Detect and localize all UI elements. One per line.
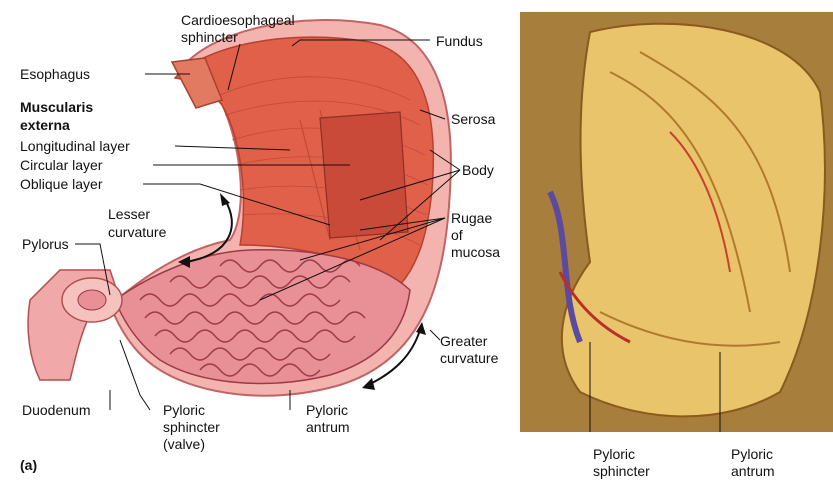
label-photo-pyloric-sphincter: Pyloric — [593, 446, 635, 462]
label-photo-pyloric-antrum-2: antrum — [731, 463, 775, 479]
label-panel-a: (a) — [20, 457, 37, 473]
label-esophagus: Esophagus — [20, 66, 90, 82]
label-longitudinal-layer: Longitudinal layer — [20, 138, 130, 154]
pylorus-opening — [78, 290, 106, 310]
label-cardioesophageal-2: sphincter — [181, 29, 238, 45]
label-muscularis-externa-2: externa — [20, 117, 70, 133]
label-duodenum: Duodenum — [22, 402, 91, 418]
label-pyloric-sphincter-3: (valve) — [163, 436, 205, 452]
label-pyloric-antrum-2: antrum — [306, 419, 350, 435]
label-greater-curvature: Greater — [440, 333, 487, 349]
label-photo-pyloric-sphincter-2: sphincter — [593, 463, 650, 479]
label-pylorus: Pylorus — [22, 236, 69, 252]
photo-stomach-tissue — [562, 24, 825, 417]
circular-layer-window — [320, 112, 408, 238]
label-greater-curvature-2: curvature — [440, 350, 498, 366]
greater-arrow-head-bottom — [362, 378, 375, 390]
label-rugae-2: of — [451, 227, 463, 243]
label-cardioesophageal: Cardioesophageal — [181, 12, 295, 28]
label-muscularis-externa: Muscularis — [20, 99, 93, 115]
label-rugae: Rugae — [451, 210, 492, 226]
lesser-arrow-head-top — [220, 193, 230, 206]
label-pyloric-sphincter: Pyloric — [163, 402, 205, 418]
label-lesser-curvature-2: curvature — [108, 224, 166, 240]
label-oblique-layer: Oblique layer — [20, 176, 103, 192]
label-pyloric-antrum: Pyloric — [306, 402, 348, 418]
label-rugae-3: mucosa — [451, 244, 500, 260]
label-serosa: Serosa — [451, 111, 495, 127]
stomach-photo — [520, 12, 833, 432]
label-body: Body — [462, 162, 494, 178]
label-pyloric-sphincter-2: sphincter — [163, 419, 220, 435]
label-circular-layer: Circular layer — [20, 157, 102, 173]
label-photo-pyloric-antrum: Pyloric — [731, 446, 773, 462]
label-lesser-curvature: Lesser — [108, 206, 150, 222]
label-fundus: Fundus — [436, 33, 483, 49]
